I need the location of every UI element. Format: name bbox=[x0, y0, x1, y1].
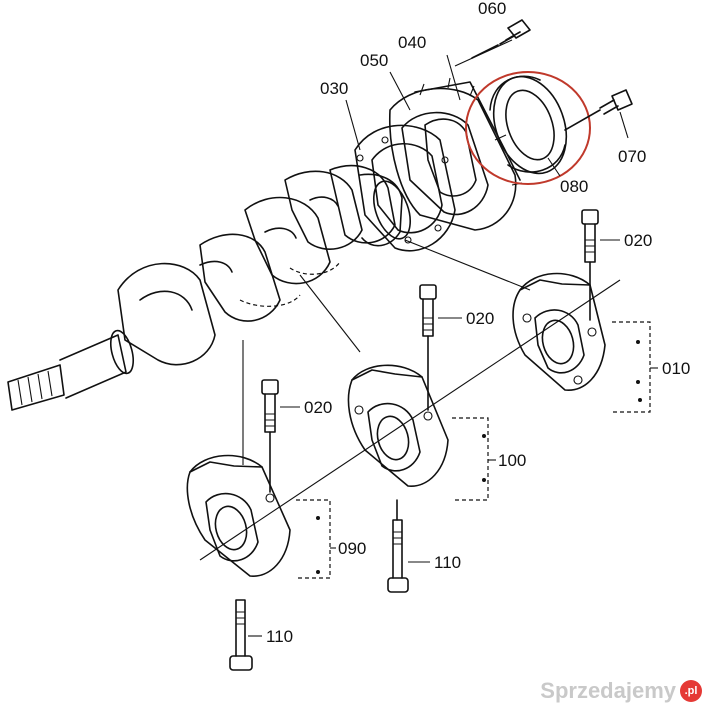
label-050: 050 bbox=[360, 51, 388, 70]
watermark-text: Sprzedajemy bbox=[540, 678, 676, 703]
crankshaft bbox=[7, 164, 412, 411]
oil-seal-080 bbox=[465, 71, 591, 185]
label-020-top: 020 bbox=[624, 231, 652, 250]
watermark: Sprzedajemy .pl bbox=[540, 678, 702, 704]
highlight-circle bbox=[465, 71, 591, 185]
assembly-lines bbox=[199, 39, 658, 637]
bolt-020-top bbox=[581, 209, 599, 321]
bolt-020-left bbox=[261, 379, 279, 493]
bearing-case-100 bbox=[347, 364, 489, 501]
part-labels: 060 040 050 030 070 080 020 020 020 010 … bbox=[266, 0, 690, 646]
bolt-070 bbox=[564, 89, 633, 131]
label-060: 060 bbox=[478, 0, 506, 18]
bracket-dots bbox=[316, 340, 642, 574]
bearing-case-090 bbox=[186, 454, 331, 579]
gasket-030 bbox=[354, 124, 456, 252]
bolt-110-middle bbox=[387, 499, 409, 593]
label-080: 080 bbox=[560, 177, 588, 196]
label-010: 010 bbox=[662, 359, 690, 378]
label-020-middle: 020 bbox=[466, 309, 494, 328]
label-040: 040 bbox=[398, 33, 426, 52]
label-110-middle: 110 bbox=[434, 553, 461, 572]
label-100: 100 bbox=[498, 451, 526, 470]
bearing-case-010 bbox=[512, 272, 651, 413]
label-090: 090 bbox=[338, 539, 366, 558]
label-030: 030 bbox=[320, 79, 348, 98]
watermark-badge: .pl bbox=[680, 680, 702, 702]
bolt-110-left bbox=[229, 599, 253, 671]
bearing-housing-040 bbox=[388, 77, 523, 231]
bolt-060 bbox=[471, 19, 531, 59]
bolt-020-middle bbox=[419, 284, 437, 411]
label-070: 070 bbox=[618, 147, 646, 166]
label-110-left: 110 bbox=[266, 627, 293, 646]
label-020-left: 020 bbox=[304, 398, 332, 417]
